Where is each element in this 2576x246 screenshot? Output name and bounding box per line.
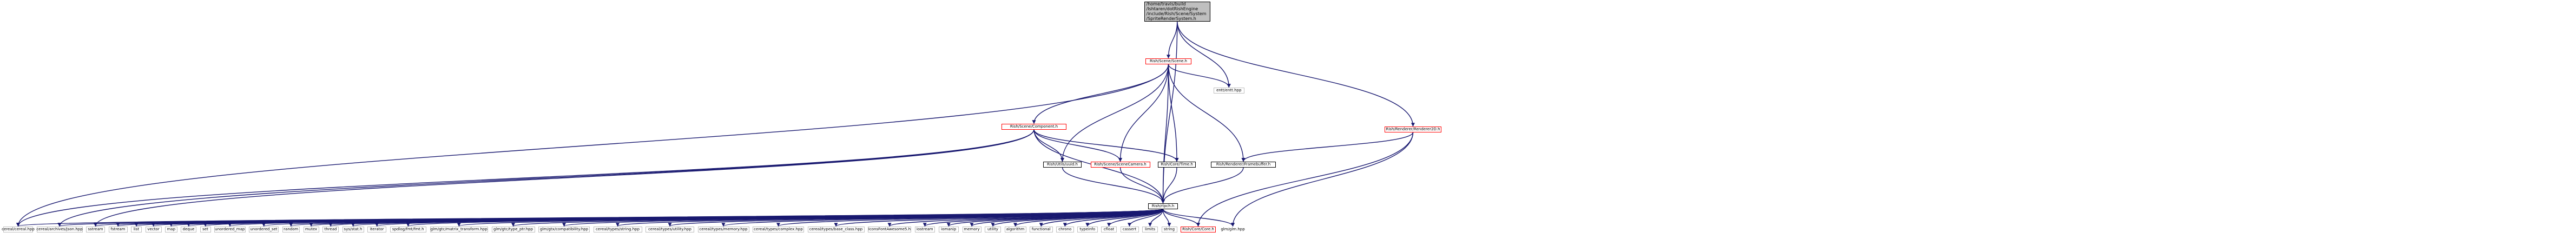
node-spdlog-fmt-h[interactable]: spdlog/fmt/fmt.h	[390, 226, 426, 232]
node-framebuffer-h[interactable]: Rish/Renderer/Framebuffer.h	[1211, 161, 1276, 168]
edge-scene-scenecamera_h	[1118, 64, 1169, 162]
node-iconsfontawesome5[interactable]: IconsFontAwesome5.h	[868, 226, 911, 232]
node-fstream[interactable]: fstream	[108, 226, 128, 232]
edge-root-scene	[1167, 21, 1178, 59]
edge-renderer2d-framebuffer_h	[1241, 132, 1414, 162]
node-cassert[interactable]: cassert	[1120, 226, 1139, 232]
node-vector[interactable]: vector	[145, 226, 162, 232]
root-line-4: /SpriteRenderSystem.h	[1146, 16, 1196, 21]
node-core-h[interactable]: Rish/Core/Core.h	[1181, 226, 1216, 232]
edge-root-renderer2d	[1177, 21, 1415, 127]
edge-component-scenecamera_h	[1033, 129, 1122, 162]
edge-component-cereal_hpp	[16, 129, 1035, 227]
node-renderer2d-h[interactable]: Rish/Renderer/Renderer2D.h	[1385, 126, 1441, 132]
edge-rlpch-cfloat	[1107, 209, 1164, 227]
node-random[interactable]: random	[282, 226, 300, 232]
edge-scene-framebuffer_h	[1168, 64, 1246, 162]
node-cereal-hpp[interactable]: cereal/cereal.hpp	[2, 226, 35, 232]
edge-rlpch-glm_hpp	[1162, 209, 1235, 227]
node-mutex[interactable]: mutex	[303, 226, 319, 232]
node-utility[interactable]: utility	[985, 226, 1001, 232]
node-deque[interactable]: deque	[181, 226, 196, 232]
node-scenecamera-h[interactable]: Rish/Scene/SceneCamera.h	[1090, 161, 1150, 168]
node-functional[interactable]: functional	[1030, 226, 1053, 232]
edge-scene-entt_hpp	[1168, 64, 1231, 88]
root-line-1: /home/travis/build	[1146, 2, 1186, 6]
root-file-node: /home/travis/build /Ishtaren/dotRishEngi…	[1144, 1, 1210, 22]
edge-root-entt	[1177, 21, 1231, 88]
edge-scene-rlpch_h	[1161, 64, 1169, 204]
node-uuid-h[interactable]: Rish/Utils/uuid.h	[1043, 161, 1082, 168]
node-algorithm[interactable]: algorithm	[1004, 226, 1026, 232]
node-chrono[interactable]: chrono	[1056, 226, 1074, 232]
edge-component-time_h	[1033, 129, 1179, 162]
node-iterator[interactable]: iterator	[367, 226, 386, 232]
edge-renderer2d-core_h	[1196, 132, 1414, 227]
edge-renderer2d-glm_hpp	[1231, 132, 1414, 227]
node-list[interactable]: list	[131, 226, 142, 232]
node-unordered-set[interactable]: unordered_set	[249, 226, 279, 232]
edge-rlpch-typeinfo	[1085, 209, 1164, 227]
edge-time-rlpch	[1161, 167, 1177, 204]
node-cereal-base-class[interactable]: cereal/types/base_class.hpp	[807, 226, 865, 232]
node-iostream[interactable]: iostream	[914, 226, 935, 232]
edge-scenecamera-rlpch	[1119, 167, 1165, 204]
node-thread[interactable]: thread	[322, 226, 339, 232]
node-cereal-json-hpp[interactable]: cereal/archives/json.hpp	[36, 226, 83, 232]
node-glm-type-ptr[interactable]: glm/gtc/type_ptr.hpp	[491, 226, 535, 232]
node-set[interactable]: set	[200, 226, 211, 232]
node-typeinfo[interactable]: typeinfo	[1077, 226, 1098, 232]
node-sys-stat-h[interactable]: sys/stat.h	[342, 226, 364, 232]
node-iomanip[interactable]: iomanip	[938, 226, 959, 232]
node-cfloat[interactable]: cfloat	[1101, 226, 1117, 232]
edge-component-cereal_json	[57, 129, 1035, 227]
node-limits[interactable]: limits	[1142, 226, 1158, 232]
node-scene-h[interactable]: Rish/Scene/Scene.h	[1145, 58, 1191, 64]
node-cereal-memory[interactable]: cereal/types/memory.hpp	[697, 226, 749, 232]
node-cereal-complex[interactable]: cereal/types/complex.hpp	[753, 226, 804, 232]
node-cereal-utility[interactable]: cereal/types/utility.hpp	[645, 226, 694, 232]
edge-rlpch-chrono	[1063, 208, 1164, 227]
edge-rlpch-core_h	[1162, 209, 1200, 227]
root-line-3: /include/Rish/Scene/System	[1146, 11, 1207, 16]
edge-scene-time_h	[1168, 64, 1179, 162]
edge-component-sstream	[94, 129, 1035, 227]
root-line-2: /Ishtaren/dotRishEngine	[1146, 6, 1198, 11]
node-glm-matrix-transform[interactable]: glm/gtc/matrix_transform.hpp	[430, 226, 488, 232]
node-rlpch-h[interactable]: Rish/rlpch.h	[1148, 203, 1178, 209]
node-unordered-map[interactable]: unordered_map	[214, 226, 246, 232]
edge-scene-uuid_h	[1060, 64, 1169, 162]
edge-uuid-rlpch	[1062, 167, 1165, 204]
edge-rlpch-cassert	[1128, 209, 1164, 227]
node-memory[interactable]: memory	[962, 226, 981, 232]
node-cereal-string[interactable]: cereal/types/string.hpp	[593, 226, 642, 232]
node-time-h[interactable]: Rish/Core/Time.h	[1158, 161, 1196, 168]
node-component-h[interactable]: Rish/Scene/Component.h	[1002, 123, 1066, 130]
edge-rlpch-string	[1162, 209, 1171, 227]
node-glm-hpp[interactable]: glm/glm.hpp	[1221, 227, 1245, 231]
edge-framebuffer-rlpch	[1161, 167, 1244, 204]
node-string[interactable]: string	[1161, 226, 1177, 232]
node-sstream[interactable]: sstream	[86, 226, 105, 232]
edge-rlpch-limits	[1148, 209, 1164, 227]
node-entt-hpp[interactable]: entt/entt.hpp	[1213, 87, 1244, 94]
node-map[interactable]: map	[165, 226, 177, 232]
edge-scene-component_h	[1032, 64, 1169, 124]
edge-root-rlpch	[1161, 21, 1178, 204]
edge-scene-cereal_hpp	[16, 64, 1169, 227]
node-glm-compatibility[interactable]: glm/gtx/compatibility.hpp	[538, 226, 590, 232]
